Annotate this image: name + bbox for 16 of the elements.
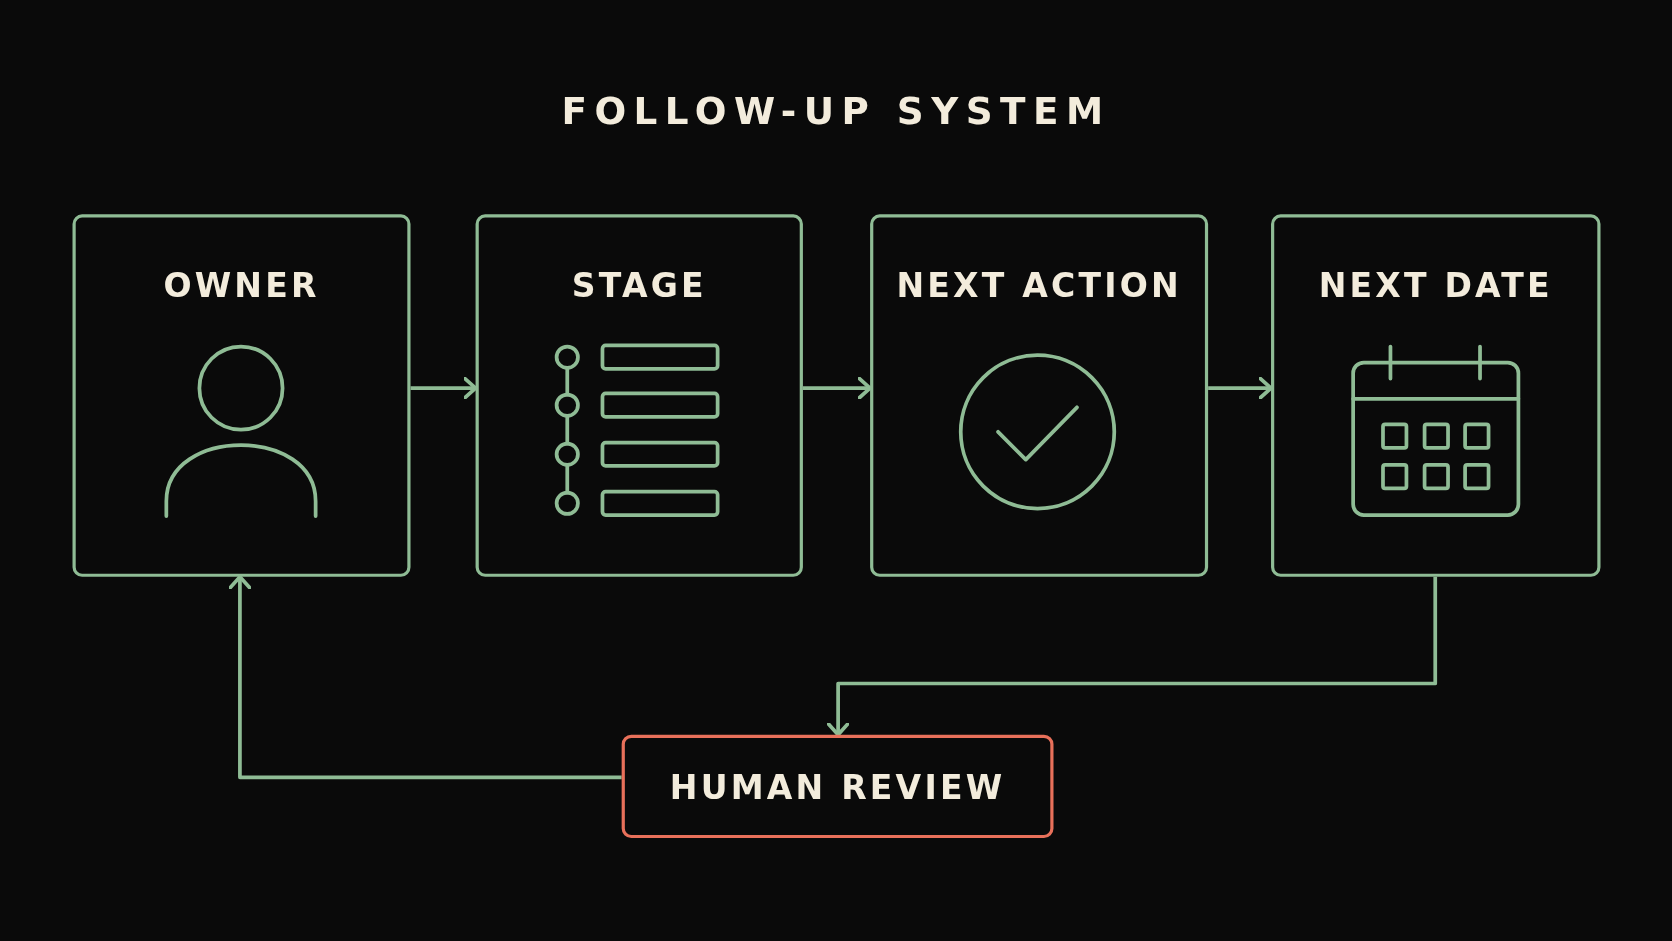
process-box: [475, 214, 803, 577]
box-label: NEXT DATE: [1317, 266, 1554, 305]
box-label: STAGE: [570, 266, 708, 305]
arrow: [826, 576, 1438, 737]
arrow: [228, 575, 622, 780]
arrow: [410, 376, 478, 400]
arrow: [802, 376, 872, 400]
arrow: [1208, 376, 1273, 400]
diagram-title: FOLLOW-UP SYSTEM: [560, 89, 1112, 133]
box-label: NEXT ACTION: [895, 266, 1183, 305]
review-box: [621, 734, 1054, 839]
process-box: [870, 214, 1209, 577]
process-box: [72, 214, 411, 577]
box-label: HUMAN REVIEW: [668, 767, 1007, 807]
box-label: OWNER: [162, 266, 321, 305]
process-box: [1271, 214, 1601, 577]
